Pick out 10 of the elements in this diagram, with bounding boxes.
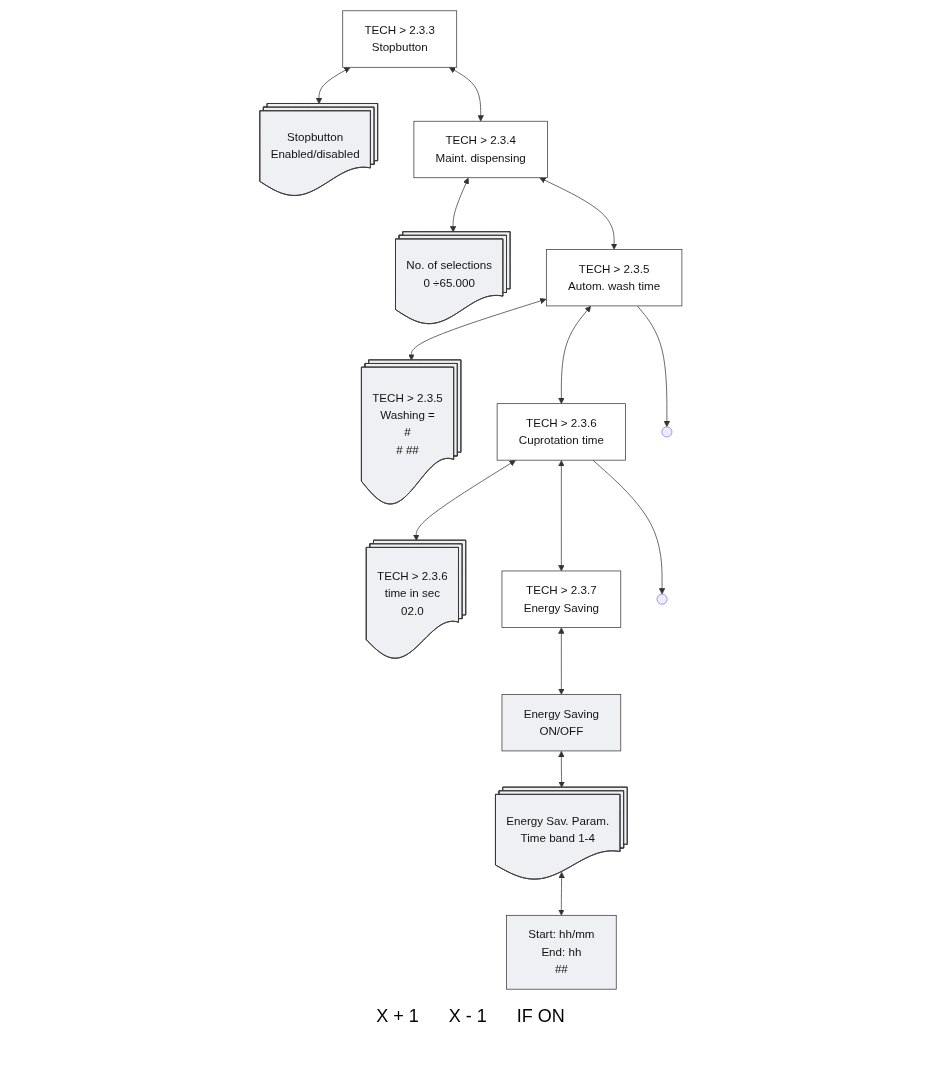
node-box: Start: hh/mm End: hh ## bbox=[505, 914, 617, 990]
node-box: TECH > 2.3.7 Energy Saving bbox=[501, 570, 621, 628]
node-box: TECH > 2.3.6 Cuprotation time bbox=[496, 403, 626, 461]
note-text: X + 1 bbox=[376, 1006, 419, 1027]
note-text: X - 1 bbox=[448, 1006, 487, 1027]
node-box: TECH > 2.3.4 Maint. dispensing bbox=[413, 120, 548, 179]
node-box: TECH > 2.3.3 Stopbutton bbox=[342, 10, 457, 68]
note-text: IF ON bbox=[516, 1006, 565, 1027]
node-box: TECH > 2.3.5 Autom. wash time bbox=[545, 249, 682, 307]
node-box: Energy Saving ON/OFF bbox=[501, 694, 621, 752]
